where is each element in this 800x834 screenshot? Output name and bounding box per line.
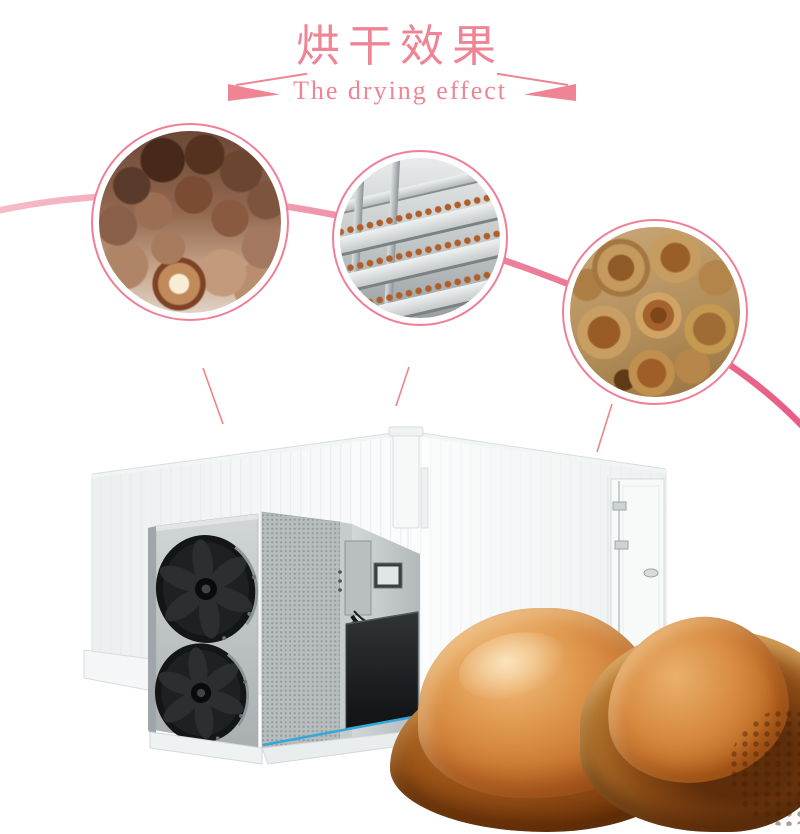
pointer-line-1: [202, 367, 224, 425]
photo-circle-drying-racks: [332, 150, 508, 326]
unit-vent-grille: [261, 511, 341, 751]
roof-edge-highlight: [91, 430, 667, 478]
fan-bottom: [147, 636, 256, 750]
right-pennant-decoration: [496, 72, 576, 104]
roof-edge-line: [91, 430, 667, 475]
unit-fan-panel: [155, 513, 259, 749]
corner-duct: [388, 426, 429, 529]
door-hinge-bottom: [614, 540, 629, 550]
photo-circle-dried-lychee: [562, 219, 748, 405]
pointer-line-3: [596, 403, 613, 453]
subtitle-row: The drying effect: [0, 72, 800, 110]
page-title: 烘干效果: [296, 21, 504, 72]
page-subtitle: The drying effect: [293, 76, 507, 105]
display-screen: [377, 566, 399, 585]
control-cabinet: [344, 540, 372, 616]
room-base: [83, 649, 159, 693]
right-accent-line: [496, 72, 569, 86]
right-triangle-icon: [524, 84, 576, 101]
unit-top-edge: [156, 514, 258, 531]
door-handle: [643, 568, 659, 578]
unit-left-edge: [148, 526, 156, 744]
left-pennant-decoration: [228, 72, 308, 104]
dried-longan-right: [580, 606, 800, 834]
drying-rack-trays-photo: [340, 158, 500, 318]
photo-circle-dried-longan-pile: [91, 123, 289, 321]
header: 烘干效果 The drying effect: [0, 0, 800, 110]
base-rail-front: [149, 731, 263, 765]
dried-longan-pile-photo: [99, 131, 281, 313]
control-box: [338, 540, 403, 616]
pointer-line-2: [395, 366, 410, 407]
left-triangle-icon: [228, 84, 280, 101]
dried-lychee-shells-photo: [570, 227, 740, 397]
base-skid-left: [83, 649, 159, 693]
left-accent-line: [235, 72, 308, 86]
room-front-wall: [91, 432, 409, 723]
fan-top: [148, 527, 265, 651]
display-screen-frame: [373, 562, 403, 589]
unit-divider: [340, 522, 352, 748]
front-wall-panel-seams: [92, 433, 408, 722]
door-hinge-top: [612, 501, 627, 511]
